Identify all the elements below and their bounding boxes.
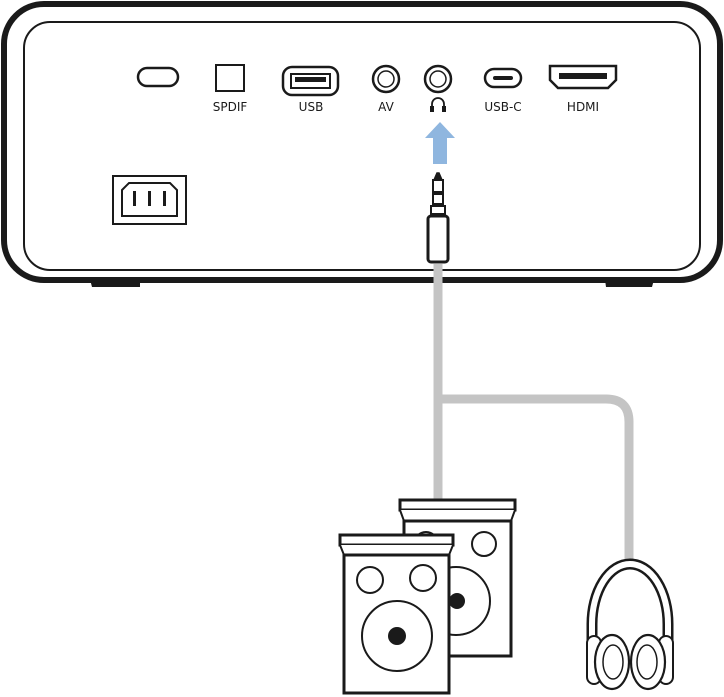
- headphone-port: [423, 64, 453, 94]
- projector-rear-panel: [1, 1, 723, 287]
- headphones: [586, 558, 674, 691]
- ac-power-socket-icon: [112, 175, 187, 225]
- audio-jack-plug: [426, 172, 450, 264]
- oval-port: [136, 66, 180, 88]
- usb-port: [281, 65, 340, 97]
- usb-c-port: [483, 67, 523, 89]
- av-port: [371, 64, 401, 94]
- usb-c-label: USB-C: [484, 100, 521, 114]
- av-label: AV: [378, 100, 394, 114]
- arrow-up-icon: [425, 122, 455, 164]
- hdmi-label: HDMI: [567, 100, 599, 114]
- speaker-front: [338, 533, 455, 695]
- usb-label: USB: [299, 100, 324, 114]
- projector-inner-panel: [23, 21, 701, 271]
- audio-cable: [433, 264, 634, 560]
- headphone-icon: [430, 97, 446, 112]
- spdif-label: SPDIF: [213, 100, 248, 114]
- spdif-port: [215, 64, 245, 92]
- hdmi-port: [548, 64, 618, 90]
